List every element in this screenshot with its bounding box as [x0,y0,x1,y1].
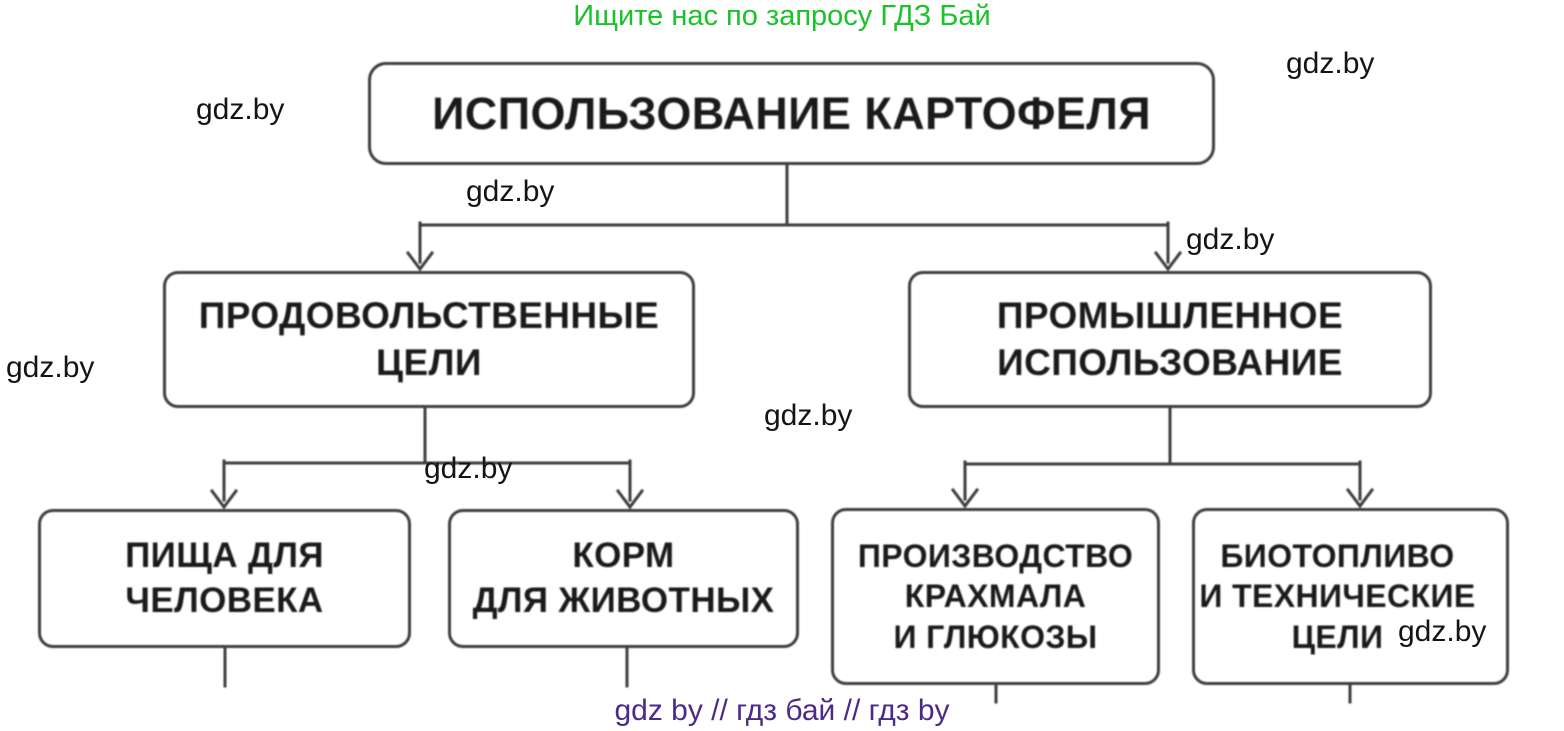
connector-bottom-stubs [223,646,1352,704]
node-label: ПРОДОВОЛЬСТВЕННЫЕ ЦЕЛИ [198,294,660,383]
node-potato-usage: ИСПОЛЬЗОВАНИЕ КАРТОФЕЛЯ [368,62,1215,165]
node-food-purposes: ПРОДОВОЛЬСТВЕННЫЕ ЦЕЛИ [163,271,695,408]
connector-food-to-children [209,405,645,510]
connector-industry-to-children [950,405,1375,509]
connector-root-to-branches [405,162,1183,272]
node-label: БИОТОПЛИВО И ТЕХНИЧЕСКИЕ ЦЕЛИ [1199,537,1476,655]
node-label: ПРОМЫШЛЕННОЕ ИСПОЛЬЗОВАНИЕ [996,294,1344,383]
node-label: ПРОИЗВОДСТВО КРАХМАЛА И ГЛЮКОЗЫ [857,537,1134,655]
node-label: КОРМ ДЛЯ ЖИВОТНЫХ [472,536,775,620]
node-label: ИСПОЛЬЗОВАНИЕ КАРТОФЕЛЯ [432,87,1151,139]
node-food-for-humans: ПИЩА ДЛЯ ЧЕЛОВЕКА [38,509,411,648]
node-industrial-use: ПРОМЫШЛЕННОЕ ИСПОЛЬЗОВАНИЕ [908,271,1432,408]
node-animal-feed: КОРМ ДЛЯ ЖИВОТНЫХ [448,509,799,648]
node-label: ПИЩА ДЛЯ ЧЕЛОВЕКА [125,536,324,620]
node-starch-glucose-production: ПРОИЗВОДСТВО КРАХМАЛА И ГЛЮКОЗЫ [831,508,1160,685]
node-biofuel-technical: БИОТОПЛИВО И ТЕХНИЧЕСКИЕ ЦЕЛИ [1192,508,1509,685]
